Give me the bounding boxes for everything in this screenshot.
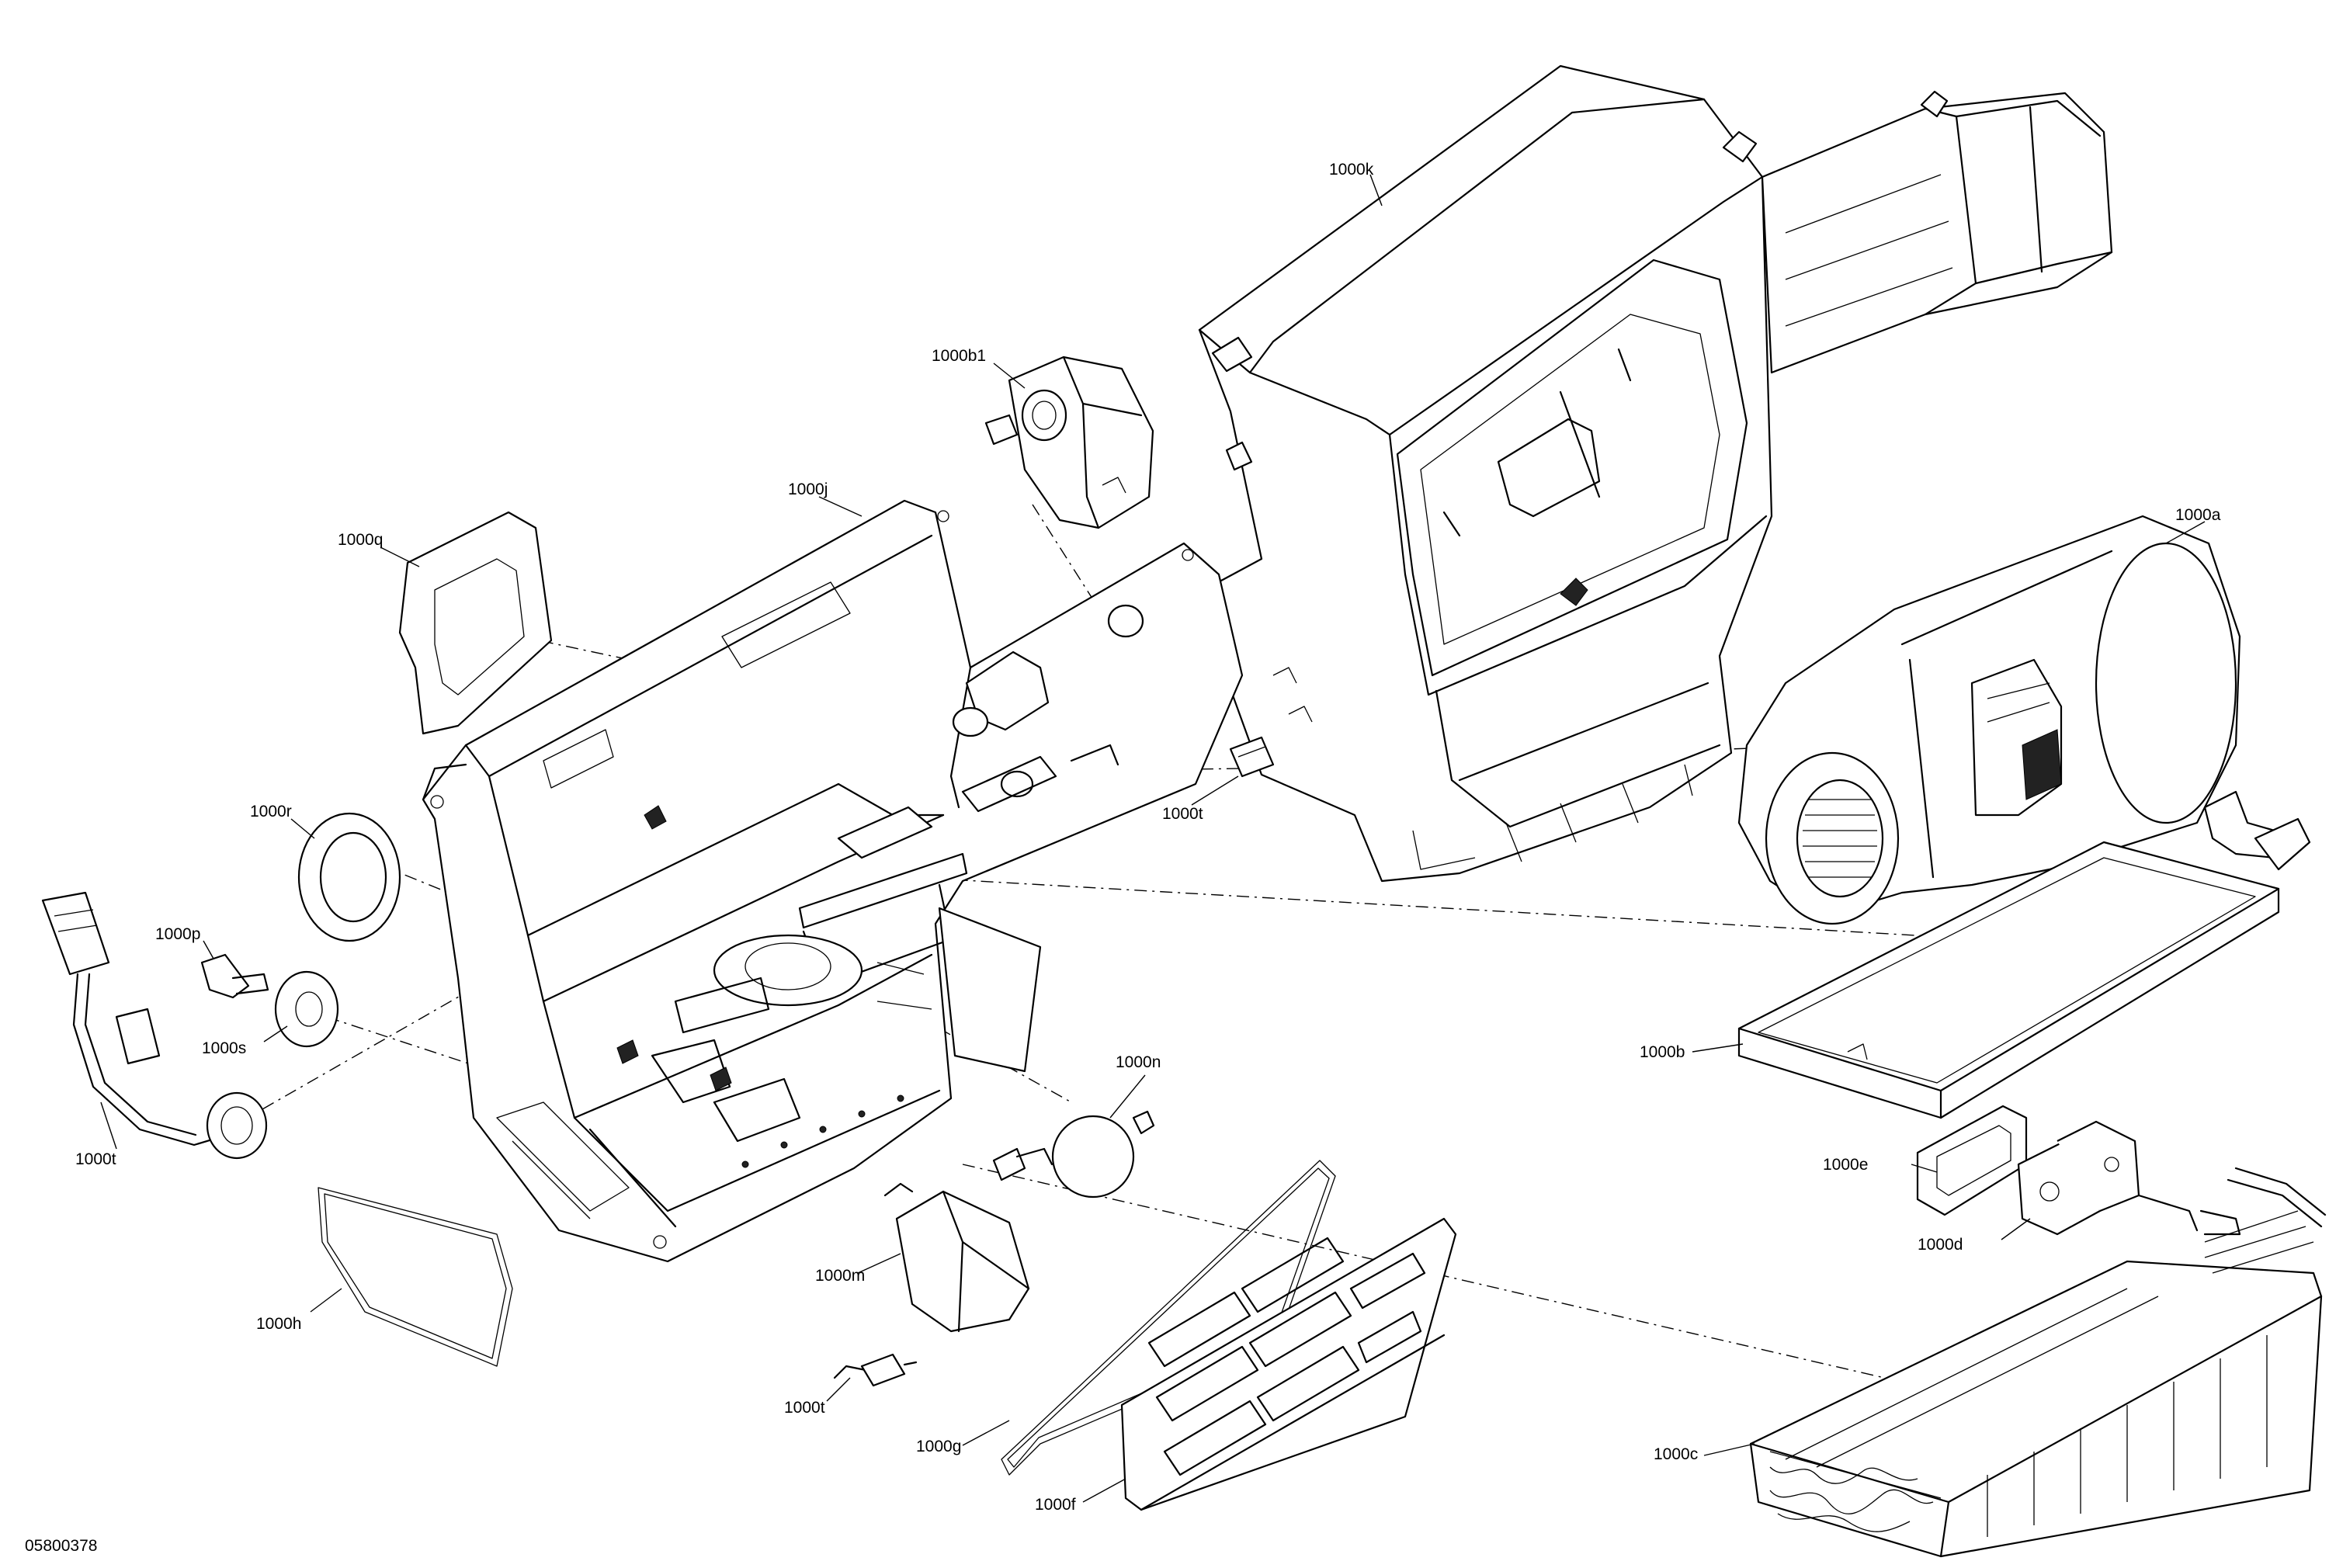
callout-1000e: 1000e [1823,1156,1868,1174]
evaporator-1000c [1749,1210,2323,1558]
callout-1000m: 1000m [815,1267,865,1285]
cap-1000n [1051,1110,1155,1199]
connector-1000t-middle [1229,736,1275,778]
callout-1000q: 1000q [338,531,383,549]
gasket-1000q [398,511,553,735]
callout-1000a: 1000a [2175,506,2221,524]
callout-1000b1: 1000b1 [932,347,986,365]
ring-1000s [274,970,339,1048]
callout-1000d: 1000d [1918,1236,1963,1254]
sensor-1000t-bottom [833,1353,918,1387]
harness-1000t [41,891,268,1160]
callout-1000t-harness: 1000t [75,1150,116,1168]
outlet-duct [1761,90,2113,374]
callout-1000g: 1000g [916,1438,961,1455]
blower-1000a [1737,515,2241,925]
motor-1000m [883,1147,1053,1333]
actuator-1000b1 [984,356,1154,529]
expansion-valve-1000d [2017,1120,2327,1236]
callout-1000c: 1000c [1654,1445,1698,1463]
callout-1000k: 1000k [1329,161,1374,179]
callout-1000t-middle: 1000t [1162,805,1203,823]
callout-1000r: 1000r [250,803,292,820]
callout-labels: 1000k 1000b1 1000j 1000q 1000a 1000r 100… [25,161,2221,1555]
grille-1000f [1120,1217,1457,1511]
drawing-number: 05800378 [25,1537,97,1555]
seal-1000h [318,1187,513,1367]
callout-1000n: 1000n [1116,1053,1161,1071]
lower-housing-1000j [422,499,1244,1263]
ring-1000r [297,812,401,942]
gasket-1000e [1916,1105,2028,1216]
callout-1000t-bottom: 1000t [784,1399,825,1417]
callout-1000h: 1000h [256,1315,301,1333]
callout-1000b: 1000b [1640,1043,1685,1061]
callout-1000j: 1000j [788,480,828,498]
upper-housing-1000k [1198,64,1773,883]
leader-lines [100,174,2206,1503]
sensor-1000p [200,953,269,999]
callout-1000s: 1000s [202,1039,246,1057]
heater-core-1000b [1737,790,2311,1119]
callout-1000f: 1000f [1035,1496,1076,1514]
callout-1000p: 1000p [155,925,200,943]
